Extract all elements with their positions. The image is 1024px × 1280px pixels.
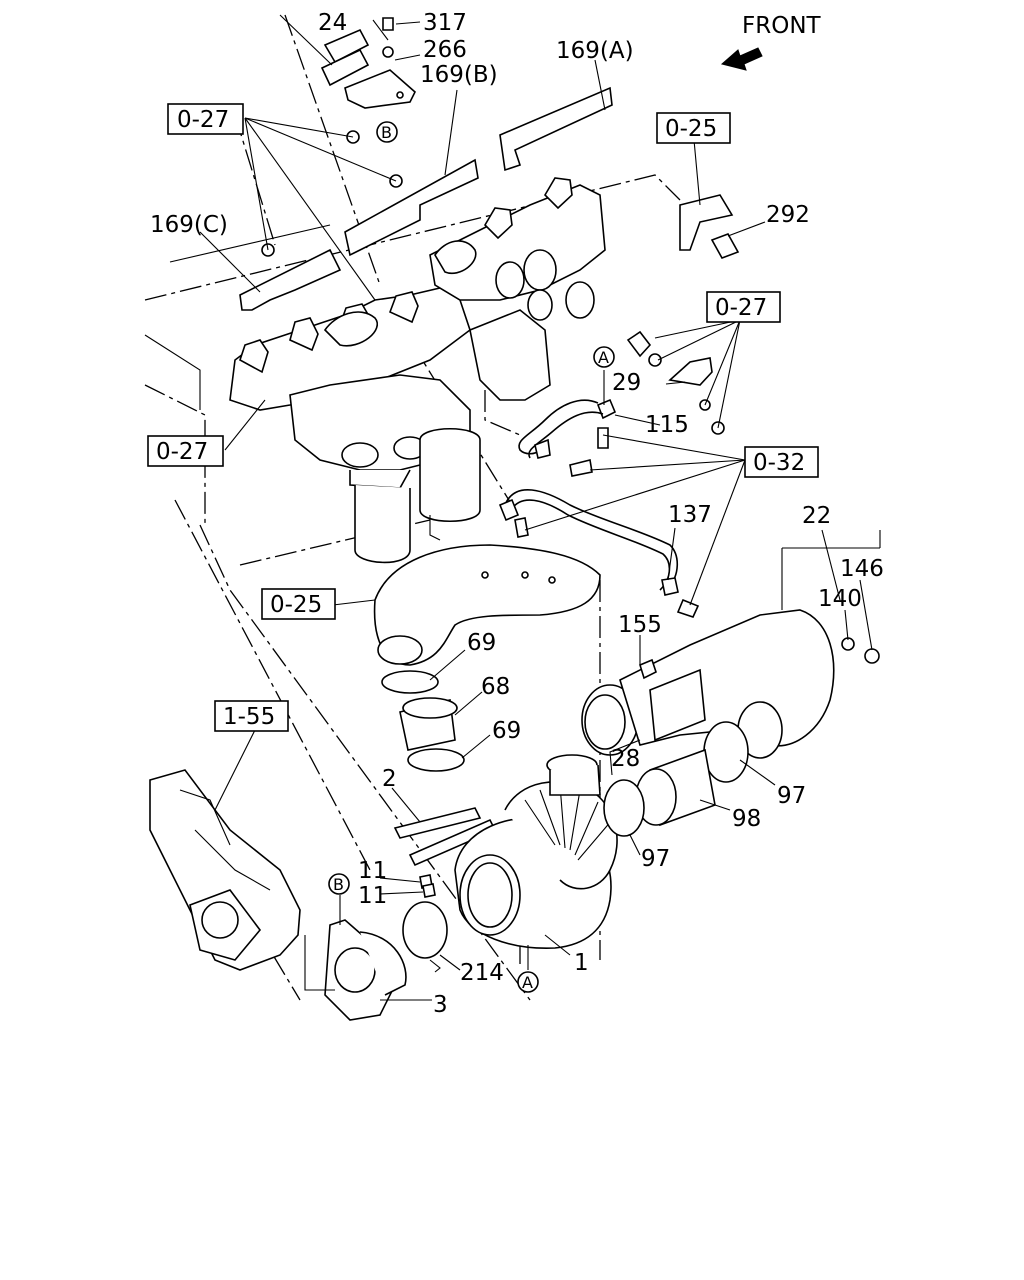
clamp-29	[668, 357, 713, 386]
part-label-140: 140	[818, 586, 862, 612]
clamp-69-lower	[407, 748, 465, 772]
part-label-97-left: 97	[641, 846, 670, 872]
callout-b-bottom: B	[333, 875, 344, 894]
ref-0-25-top: 0-25	[665, 116, 717, 142]
ref-0-27-right: 0-27	[715, 295, 767, 321]
seal-214	[402, 901, 448, 959]
ref-0-27-top: 0-27	[177, 107, 229, 133]
exhaust-manifold-rear	[429, 177, 606, 401]
front-label: FRONT	[742, 13, 822, 39]
part-label-24: 24	[318, 10, 347, 36]
front-arrow-icon	[720, 47, 763, 71]
part-label-29: 29	[612, 370, 641, 396]
clamp-97-left	[603, 779, 645, 837]
bracket-266	[320, 17, 416, 109]
part-label-11-lower: 11	[358, 883, 387, 909]
part-label-137: 137	[668, 502, 712, 528]
ref-box-1-55	[214, 700, 289, 732]
ref-box-0-25-middle	[261, 588, 336, 620]
part-label-2: 2	[382, 766, 397, 792]
part-label-69-upper: 69	[467, 630, 496, 656]
part-label-68: 68	[481, 674, 510, 700]
callout-a-top: A	[598, 348, 609, 367]
bracket-292	[679, 194, 740, 259]
reference-boxes: 0-27 0-25 0-27 0-27 0-32 0-25 1-55	[147, 103, 819, 732]
heat-shield-169c	[239, 248, 342, 311]
part-label-69-lower: 69	[492, 718, 521, 744]
part-label-115: 115	[645, 412, 689, 438]
ref-box-0-25-top	[656, 112, 731, 144]
part-label-28: 28	[611, 746, 640, 772]
part-label-317: 317	[423, 10, 467, 36]
front-indicator: FRONT	[720, 13, 822, 71]
part-label-169a: 169(A)	[556, 38, 634, 64]
ref-box-0-27-top	[167, 103, 244, 135]
leader-lines	[199, 14, 881, 1001]
callout-a-bottom: A	[522, 973, 533, 992]
wastegate-actuator	[149, 769, 301, 971]
part-label-98: 98	[732, 806, 761, 832]
heat-shield-169a	[499, 86, 613, 172]
part-label-1: 1	[574, 950, 589, 976]
ref-box-0-27-right	[706, 291, 781, 323]
part-label-266: 266	[423, 37, 467, 63]
part-label-146: 146	[840, 556, 884, 582]
part-label-11-upper: 11	[358, 858, 387, 884]
ref-0-32: 0-32	[753, 450, 805, 476]
callout-b-top: B	[381, 123, 392, 142]
adapter-3	[324, 874, 448, 1021]
heat-shields	[239, 86, 613, 311]
part-label-169b: 169(B)	[420, 62, 498, 88]
ref-box-0-32	[744, 446, 819, 478]
hose-and-clamps	[381, 670, 465, 772]
clamp-97-right	[703, 721, 749, 783]
bolts-0-32	[514, 427, 700, 618]
ref-0-25-middle: 0-25	[270, 592, 322, 618]
turbocharger-1	[454, 684, 639, 949]
circle-callouts: B A B A	[328, 121, 615, 993]
charge-air-pipe-22	[619, 609, 880, 759]
oil-pipe	[498, 398, 679, 596]
ref-box-0-27-left	[147, 435, 224, 467]
part-label-97-right: 97	[777, 783, 806, 809]
part-label-169c: 169(C)	[150, 212, 228, 238]
heat-shield-169b	[344, 158, 479, 257]
part-label-292: 292	[766, 202, 810, 228]
ref-1-55: 1-55	[223, 704, 275, 730]
part-labels: 24 317 266 169(A) 169(B) 169(C) 292 29 1…	[150, 10, 884, 1018]
part-label-22: 22	[802, 503, 831, 529]
ref-0-27-left: 0-27	[156, 439, 208, 465]
clamp-69-upper	[381, 670, 439, 694]
part-label-155: 155	[618, 612, 662, 638]
nuts-and-fasteners	[261, 130, 725, 435]
intake-pipe	[373, 544, 601, 666]
manifold-lower-section	[289, 374, 481, 564]
part-label-214: 214	[460, 960, 504, 986]
part-label-3: 3	[433, 992, 448, 1018]
